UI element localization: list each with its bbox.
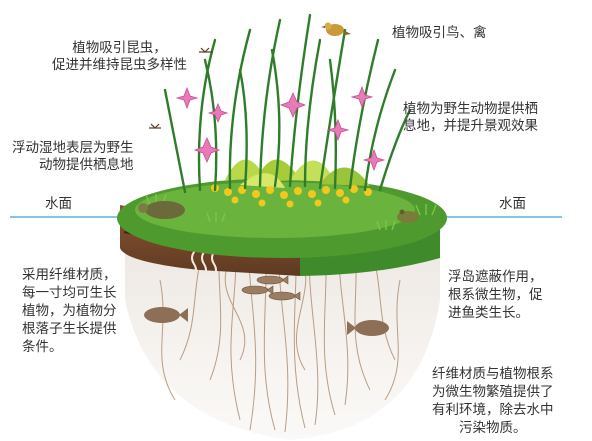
island-shelter-label: 浮岛遮蔽作用， 根系微生物，促 进鱼类生长。 [448,269,543,321]
pink-lilies [175,85,386,172]
underwater-column [125,230,440,440]
insect-icon [149,123,161,129]
frog-icon [397,209,419,223]
bird-attraction-label: 植物吸引鸟、禽 [392,25,487,41]
grass-tufts [145,194,437,231]
yellow-flowers [211,184,372,208]
fish-icon [144,307,188,323]
insect-attraction-label: 植物吸引昆虫， 促进并维持昆虫多样性 [52,40,187,73]
floating-surface-label: 浮动湿地表层为野生 动物提供栖息地 [12,140,134,173]
bird-icon [321,22,351,36]
water-surface-label-left: 水面 [45,196,72,212]
island-grass-highlight [135,182,415,238]
microbe-environment-label: 纤维材质与植物根系 为微生物繁殖提供了 有利环境，除去水中 污染物质。 [432,366,554,436]
dragonfly-icon [199,47,213,53]
fiber-material-label: 采用纤维材质， 每一寸均可生长 植物，为植物分 根落子生长提供 条件。 [22,267,117,355]
turtle-icon [138,201,185,219]
water-surface-label-right: 水面 [499,196,526,212]
fish-icon-right [347,320,389,336]
fish-school [241,275,301,301]
wildlife-habitat-label: 植物为野生动物提供栖 息地，并提升景观效果 [403,101,538,134]
